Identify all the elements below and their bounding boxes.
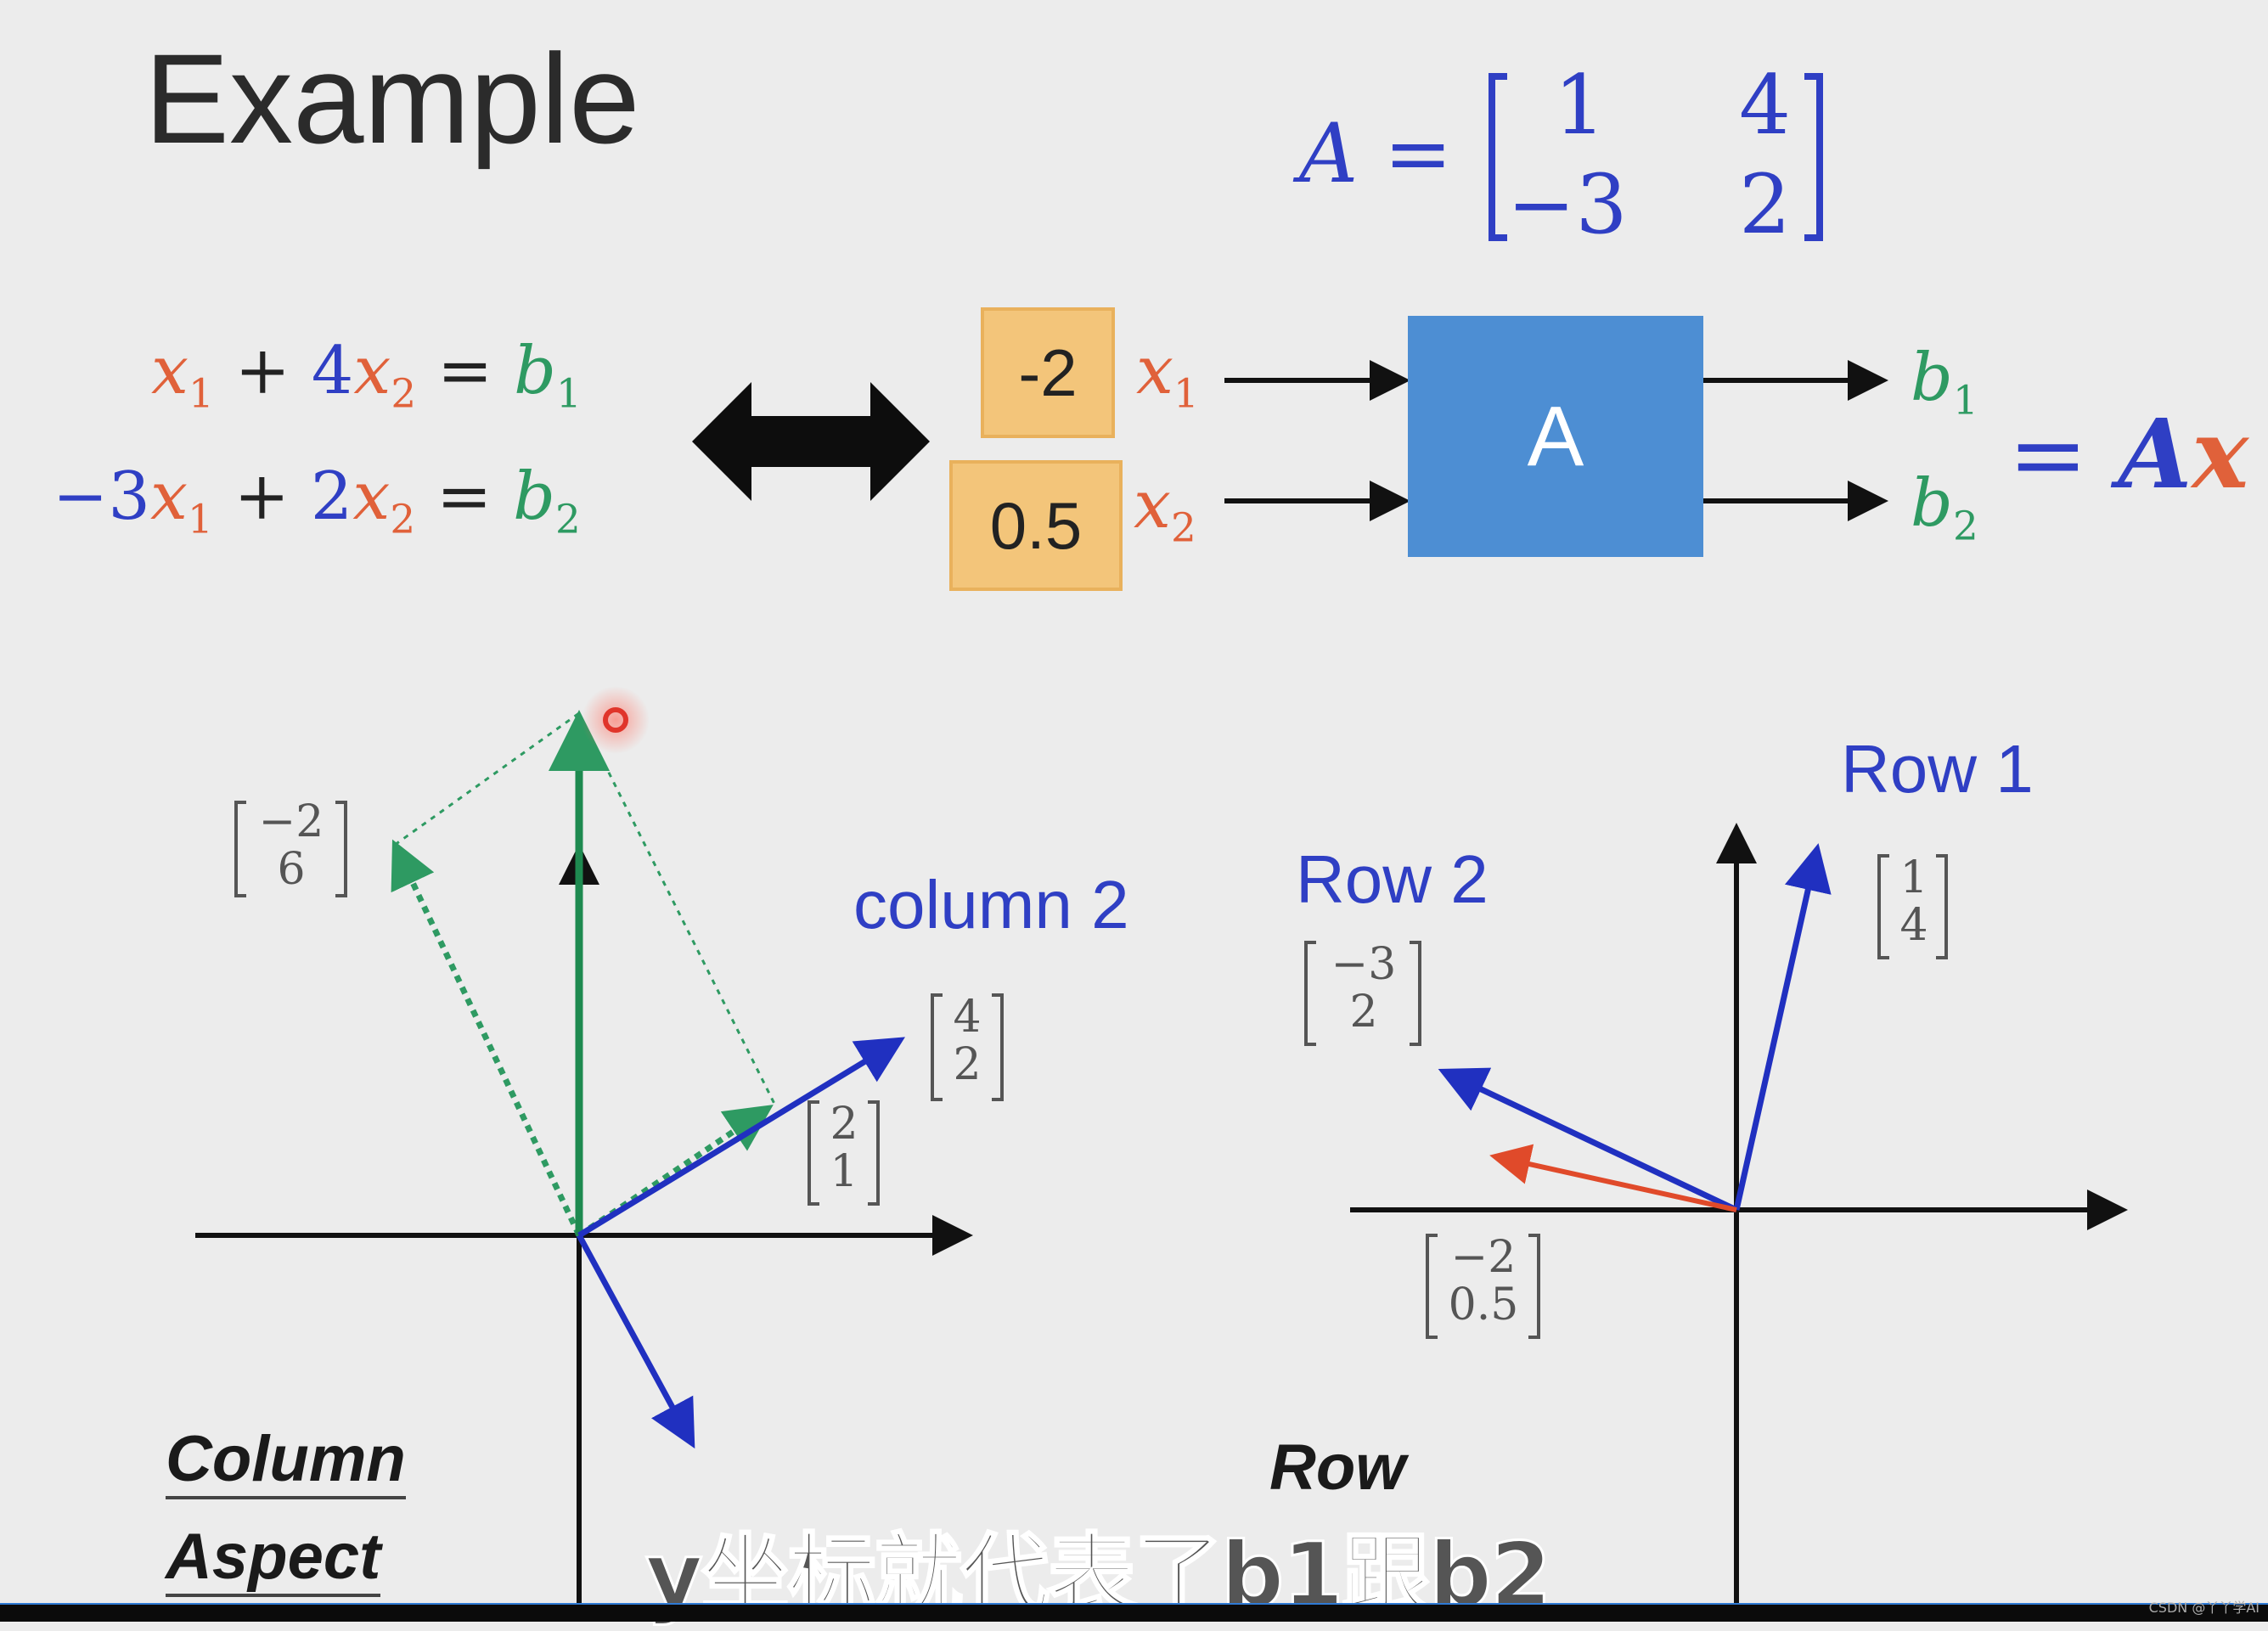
bracket-4-2 [931,993,1004,1101]
input-label-x2: x2 [1134,467,1196,552]
bottom-bar [0,1605,2268,1622]
matrix-brackets [1489,73,1823,241]
row1-label: Row 1 [1841,731,2034,807]
bracket-m3-2 [1304,941,1421,1046]
column-aspect-line2: Aspect [166,1520,381,1597]
bracket-m2-6 [234,801,347,897]
matrix-r2c1: −3 [1507,157,1628,252]
row2-vector [1438,1067,1738,1213]
matrix-lhs: A = [1299,106,1453,201]
cursor-glow [582,686,650,754]
equation-1: x1 + 4x2 = b1 [151,333,582,418]
input-vector-red [1489,1144,1737,1212]
column2-vector [577,1037,905,1238]
rhs-equation: = Ax [2008,399,2249,510]
input-label-x1: x1 [1136,333,1199,418]
matrix-r1c2: 4 [1739,58,1792,153]
column1-vector [576,1234,695,1449]
column-aspect-line1: Column [166,1422,406,1499]
matrix-block: A [1408,316,1703,557]
matrix-r1c1: 1 [1554,58,1607,153]
row1-vector [1733,843,1832,1211]
bracket-1-4 [1877,854,1948,959]
slide-title: Example [144,27,640,170]
output-label-b2: b2 [1911,465,1978,550]
bracket-2-1 [808,1100,880,1206]
watermark: CSDN @丫丫学AI [2148,1600,2260,1616]
input-value-x1: -2 [981,307,1115,438]
cursor-ring [603,707,628,733]
column2-label: column 2 [853,867,1129,942]
row2-label: Row 2 [1296,841,1489,917]
equation-2: −3x1 + 2x2 = b2 [53,458,581,543]
bracket-m2-05 [1426,1234,1540,1339]
double-arrow-icon [692,382,930,501]
input-value-x2: 0.5 [949,460,1123,591]
output-label-b1: b1 [1911,340,1978,425]
matrix-r2c2: 2 [1739,157,1792,252]
row-aspect-line1: Row [1269,1431,1406,1504]
